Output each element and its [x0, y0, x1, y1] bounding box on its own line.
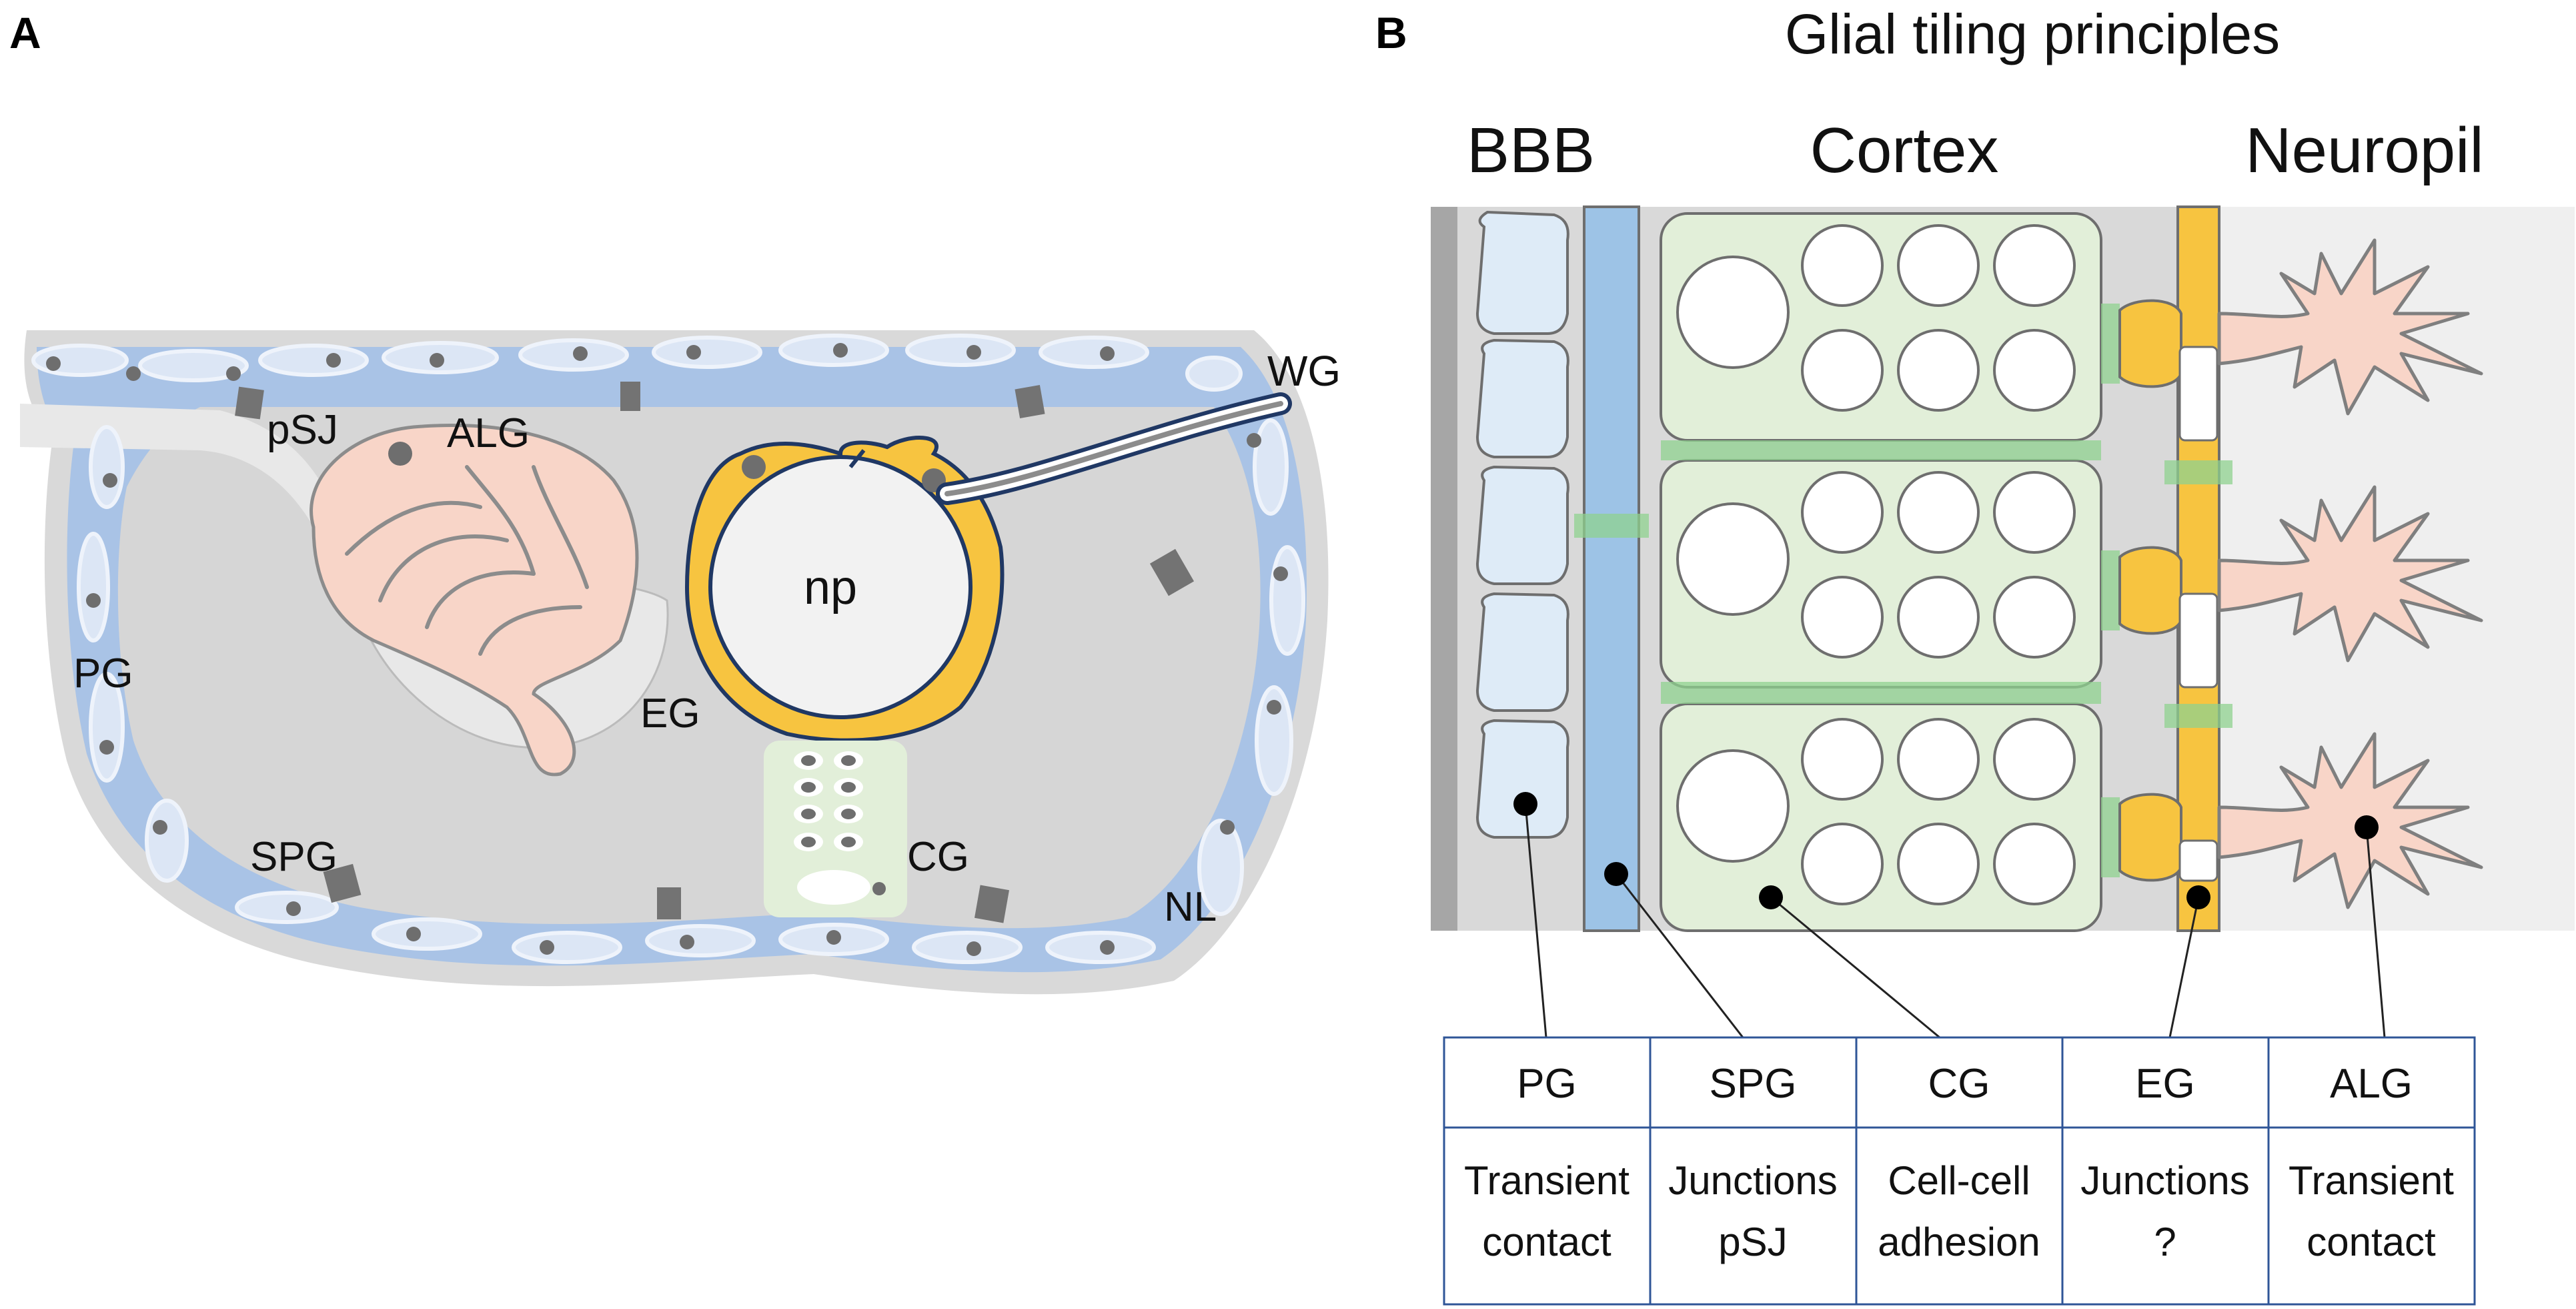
table-cell-pg-line2: contact	[1482, 1220, 1612, 1264]
label-psj: pSJ	[267, 407, 338, 453]
table-cell-eg-line2: ?	[2154, 1220, 2176, 1264]
perineurial-glia-column	[1475, 210, 1569, 839]
label-pg: PG	[73, 650, 133, 697]
table-header-pg: PG	[1517, 1061, 1577, 1107]
panel-b-letter: B	[1375, 8, 1407, 57]
leader-lines	[1524, 803, 2386, 1039]
label-eg: EG	[640, 691, 700, 737]
subperineurial-glia-column	[1583, 205, 1640, 932]
table-cell-alg-line1: Transient	[2289, 1158, 2454, 1203]
glial-nuclei	[46, 343, 1288, 956]
table-cell-spg-line2: pSJ	[1718, 1220, 1787, 1264]
cortex-glia-chambers	[1660, 212, 2102, 932]
label-spg: SPG	[250, 834, 338, 880]
septate-junctions	[235, 382, 1195, 923]
label-wg: WG	[1267, 347, 1341, 395]
perineurial-cells	[31, 334, 1305, 964]
panel-b-title: Glial tiling principles	[1785, 3, 2280, 65]
panel-b: B Glial tiling principles BBB Cortex Neu…	[1375, 3, 2575, 1306]
table-cell-cg-line1: Cell-cell	[1888, 1158, 2030, 1203]
header-bbb: BBB	[1467, 115, 1595, 186]
cortex-glia	[764, 741, 907, 917]
table-header-alg: ALG	[2330, 1061, 2413, 1107]
panel-a: A	[9, 8, 1341, 995]
header-cortex: Cortex	[1810, 115, 1999, 186]
neural-lamella-bar	[1431, 207, 1457, 931]
wrapping-glia	[936, 392, 1292, 505]
table-header-spg: SPG	[1710, 1061, 1797, 1107]
marker-dots	[1513, 792, 2379, 909]
summary-table: PG SPG CG EG ALG Transient contact Junct…	[1443, 1036, 2476, 1306]
panel-a-letter: A	[9, 8, 41, 57]
table-cell-eg-line1: Junctions	[2080, 1158, 2249, 1203]
ensheathing-glia	[684, 436, 1005, 743]
table-cell-alg-line2: contact	[2307, 1220, 2436, 1264]
label-alg: ALG	[447, 410, 530, 456]
table-header-cg: CG	[1928, 1061, 1990, 1107]
ensheathing-glia-column	[2101, 205, 2232, 932]
table-cell-pg-line1: Transient	[1464, 1158, 1630, 1203]
spg-septate-junction	[1574, 514, 1649, 538]
table-cell-spg-line1: Junctions	[1668, 1158, 1837, 1203]
header-neuropil: Neuropil	[2245, 115, 2484, 186]
label-np: np	[804, 561, 857, 614]
label-nl: NL	[1164, 884, 1217, 930]
table-cell-cg-line2: adhesion	[1878, 1220, 2040, 1264]
astrocyte-like-glia	[309, 424, 669, 777]
table-header-eg: EG	[2135, 1061, 2195, 1107]
label-cg: CG	[907, 834, 969, 880]
astrocyte-like-glia-cells	[2217, 238, 2483, 909]
